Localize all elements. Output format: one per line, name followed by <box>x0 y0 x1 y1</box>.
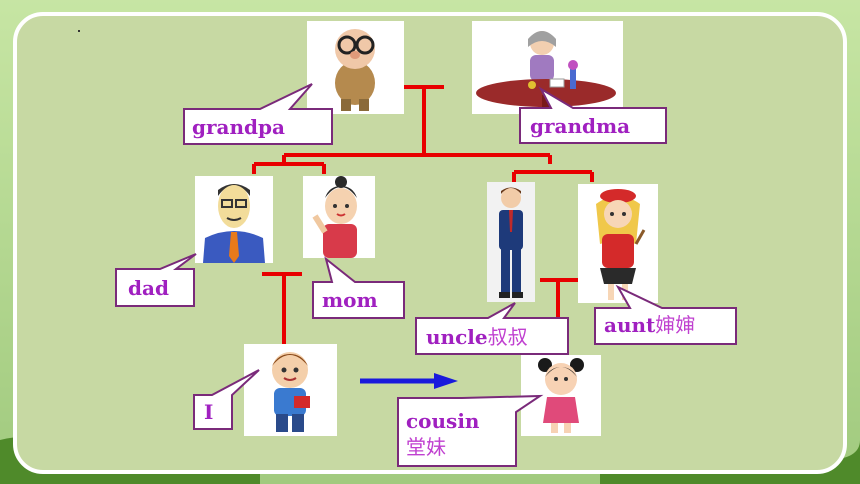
mom-picture <box>303 176 375 258</box>
dad-label-text: dad <box>128 276 169 300</box>
me-label: I <box>204 400 213 424</box>
grandma-at-table-icon <box>476 31 616 113</box>
dad-label: dad <box>128 276 169 300</box>
content-panel <box>13 12 847 474</box>
cousin-picture <box>521 355 601 436</box>
aunt-picture <box>578 184 658 303</box>
grandpa-label-text: grandpa <box>192 115 285 139</box>
grandpa-label: grandpa <box>192 115 285 139</box>
boy-cartoon-icon <box>272 352 310 432</box>
cousin-label-chinese: 堂妹 <box>406 435 446 459</box>
aunt-label-chinese: 婶婶 <box>655 313 696 337</box>
cousin-label: cousin 堂妹 <box>406 408 479 460</box>
grandpa-figure-icon <box>335 29 375 111</box>
grandma-label: grandma <box>530 114 630 138</box>
dot-mark <box>78 30 80 32</box>
me-picture <box>244 344 337 436</box>
mom-label-text: mom <box>322 288 378 312</box>
uncle-cartoon-icon <box>499 187 523 298</box>
uncle-picture <box>487 182 535 302</box>
aunt-cartoon-icon <box>596 189 646 300</box>
uncle-label-chinese: 叔叔 <box>487 325 528 349</box>
grandma-picture <box>472 21 623 114</box>
uncle-label-text: uncle <box>426 325 488 349</box>
aunt-label: aunt婶婶 <box>604 313 695 337</box>
grandpa-picture <box>307 21 404 114</box>
dad-cartoon-icon <box>203 184 265 263</box>
grandma-label-text: grandma <box>530 114 631 138</box>
girl-cartoon-icon <box>538 358 584 433</box>
mom-label: mom <box>322 288 378 312</box>
dad-picture <box>195 176 273 263</box>
me-label-text: I <box>204 400 214 424</box>
uncle-label: uncle叔叔 <box>426 325 528 349</box>
cousin-label-text: cousin <box>406 409 480 433</box>
mom-cartoon-icon <box>312 176 357 258</box>
aunt-label-text: aunt <box>604 313 656 337</box>
